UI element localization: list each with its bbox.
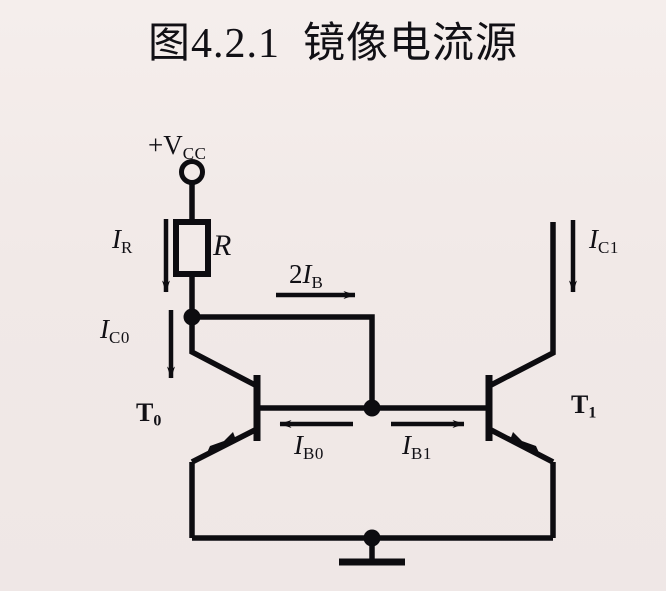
t0-label-sub: 0 [153,412,162,430]
ib0-label-sub: B0 [303,443,324,463]
ic1-label-sub: C1 [598,237,619,257]
figure-title: 图4.2.1 镜像电流源 [147,21,518,67]
t0-label: T0 [136,400,162,429]
ir-label-main: I [112,224,121,254]
wire-t1-collector [489,222,556,388]
ir-label-sub: R [121,237,133,257]
ic0-label: IC0 [100,316,130,346]
resistor-body [173,219,211,277]
t1-label-sub: 1 [588,404,597,422]
two-ib-label-sub: B [311,272,324,292]
two-ib-label-prefix: 2 [289,259,303,289]
resistor-label: R [213,231,231,261]
t1-label: T1 [571,392,597,421]
ib1-label-sub: B1 [411,443,432,463]
ib0-label: IB0 [294,432,324,462]
node-dot-top [183,308,201,326]
t0-emitter-arrowhead [206,432,236,455]
t1-label-main: T [571,390,589,419]
node-dot-base [363,399,381,417]
wire-node-to-base-node [192,314,375,408]
vcc-label-main: +V [148,130,183,160]
ic1-label: IC1 [589,226,619,256]
resistor-label-main: R [213,229,232,262]
t0-label-main: T [136,398,154,427]
vcc-label: +VCC [148,132,206,162]
ib1-label-main: I [402,430,411,460]
two-ib-label: 2IB [289,261,323,291]
ic1-label-main: I [589,224,598,254]
vcc-terminal-circle [179,159,205,185]
ir-label: IR [112,226,133,256]
ic0-label-sub: C0 [109,327,130,347]
two-ib-label-main: I [302,259,312,289]
t1-emitter-arrowhead [510,432,540,455]
vcc-label-sub: CC [182,143,207,163]
wire-node-to-t0-collector [189,317,257,388]
ib0-label-main: I [294,430,303,460]
ib1-label: IB1 [402,432,432,462]
node-dot-ground [363,529,381,547]
ic0-label-main: I [100,314,109,344]
